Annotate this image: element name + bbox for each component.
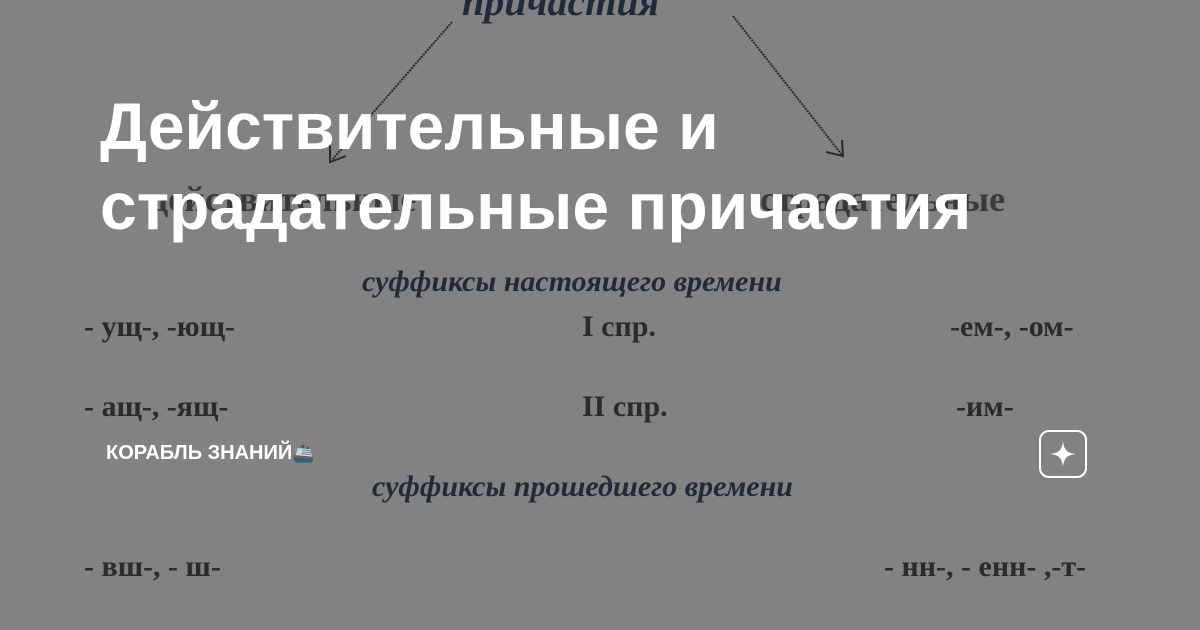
heading-past: суффиксы прошедшего времени [372,470,793,503]
article-title: Действительные и страдательные причастия [100,89,972,243]
ship-icon: 🚢 [292,443,315,463]
row3-left: - вш-, - ш- [84,550,221,583]
row1-right: -ем-, -ом- [950,310,1074,343]
column-right-label: страдательные [760,179,1006,219]
row2-middle: II спр. [582,390,668,423]
column-left-label: действительные [150,179,417,219]
channel-label: КОРАБЛЬ ЗНАНИЙ [106,442,293,464]
channel-name[interactable]: КОРАБЛЬ ЗНАНИЙ🚢 [106,442,315,465]
scheme-title: причастия [462,0,660,24]
heading-present: суффиксы настоящего времени [362,265,782,298]
row3-right: - нн-, - енн- ,-т- [884,550,1087,583]
row2-right: -им- [956,390,1014,423]
row1-middle: I спр. [582,310,656,343]
row2-left: - ащ-, -ящ- [84,390,229,423]
row1-left: - ущ-, -ющ- [84,310,236,343]
sparkle-star-icon[interactable] [1039,430,1087,478]
